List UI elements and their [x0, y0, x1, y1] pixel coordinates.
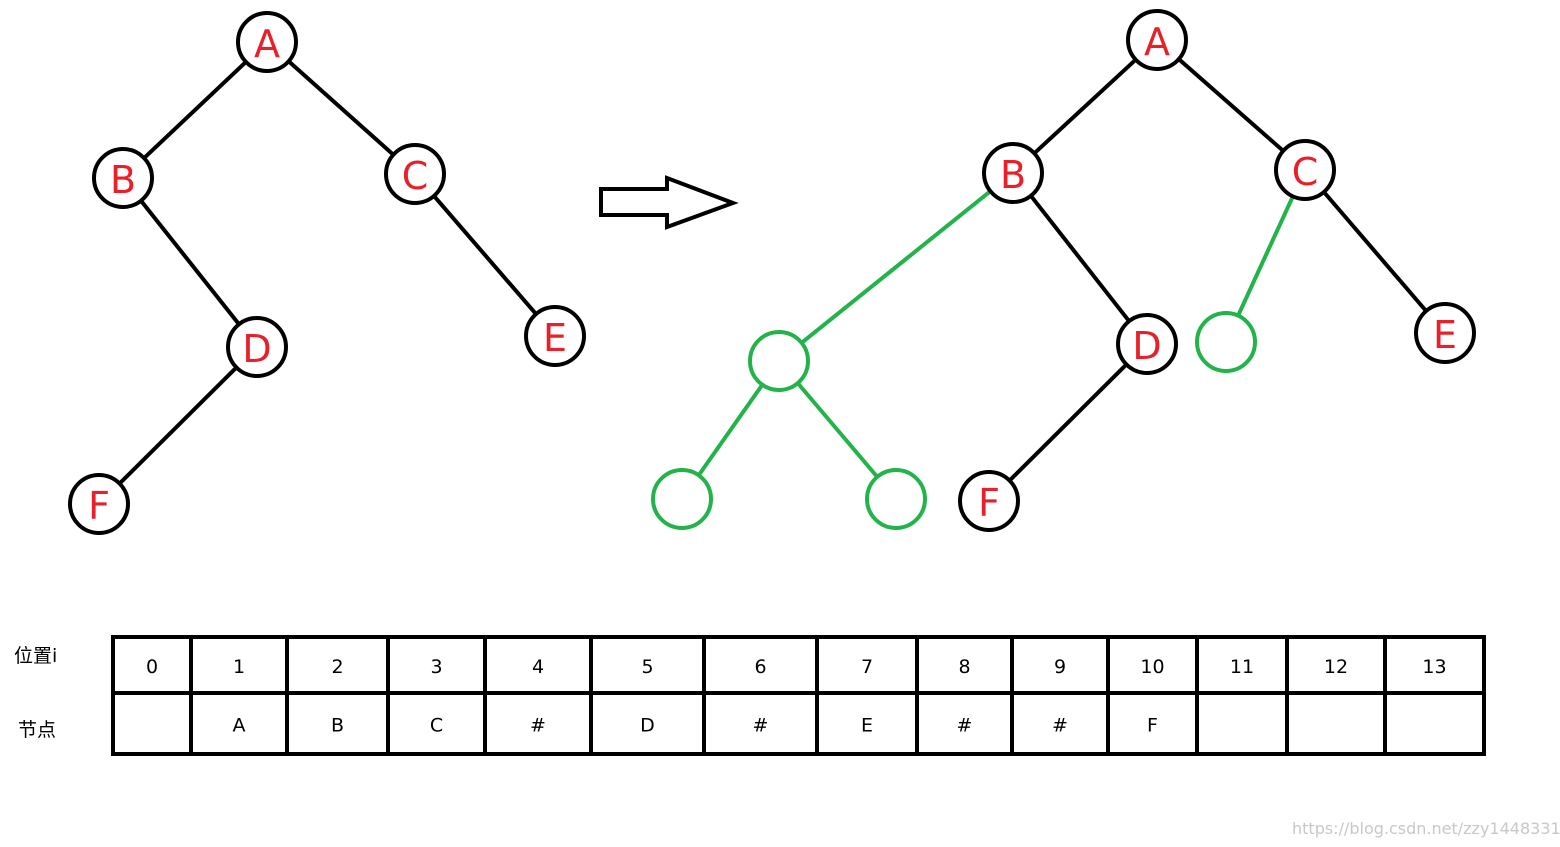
- extended-edge-d-f: [1007, 362, 1129, 483]
- original-node-a: A: [236, 11, 298, 73]
- extended-node-circle: [1116, 313, 1178, 375]
- original-node-circle: [524, 305, 586, 367]
- original-node-circle: [226, 316, 288, 378]
- extended-node-circle: [865, 468, 927, 530]
- original-node-c: C: [384, 143, 446, 205]
- extended-edge-b-d: [1028, 193, 1132, 324]
- position-cell: 13: [1422, 656, 1446, 678]
- extended-edge-g-i: [696, 382, 765, 478]
- extended-node-empty-5: [1195, 311, 1257, 373]
- extended-edge-a-b: [1032, 57, 1138, 156]
- row-label-node: 节点: [18, 719, 56, 741]
- node-cell: B: [331, 715, 344, 737]
- extended-node-circle: [982, 142, 1044, 204]
- extended-node-circle: [1126, 9, 1188, 71]
- original-node-b: B: [92, 147, 154, 209]
- node-cell: C: [430, 715, 443, 737]
- original-node-f: F: [68, 473, 130, 535]
- extended-node-circle: [1274, 139, 1336, 201]
- position-cell: 12: [1324, 656, 1348, 678]
- extended-edge-c-e: [1321, 189, 1429, 314]
- node-row: A B C # D # E # # F: [233, 715, 1158, 737]
- node-cell: #: [1052, 715, 1068, 737]
- extended-tree-edges: [696, 57, 1429, 483]
- extended-node-circle: [748, 330, 810, 392]
- original-edge-c-e: [431, 193, 539, 317]
- extended-edge-b-g: [799, 189, 993, 345]
- original-node-circle: [236, 11, 298, 73]
- original-node-label: E: [543, 316, 567, 360]
- original-node-label: D: [242, 327, 271, 371]
- position-cell: 2: [331, 656, 343, 678]
- extended-node-empty-8: [865, 468, 927, 530]
- position-cell: 6: [754, 656, 766, 678]
- extended-edge-g-j: [795, 381, 880, 479]
- transform-arrow-icon: [599, 175, 739, 230]
- extended-node-label: F: [978, 481, 1000, 525]
- extended-node-label: C: [1292, 150, 1319, 194]
- original-node-d: D: [226, 316, 288, 378]
- extended-node-label: E: [1433, 313, 1457, 357]
- position-cell: 4: [532, 656, 544, 678]
- original-node-label: A: [254, 22, 280, 66]
- extended-node-label: D: [1132, 324, 1161, 368]
- extended-node-c: C: [1274, 139, 1336, 201]
- original-node-circle: [92, 147, 154, 209]
- position-cell: 3: [430, 656, 442, 678]
- extended-tree-nodes: A B C D E F: [651, 9, 1476, 532]
- position-cell: 9: [1054, 656, 1066, 678]
- original-edge-b-d: [139, 198, 241, 327]
- extended-node-a: A: [1126, 9, 1188, 71]
- extended-node-label: B: [1000, 153, 1026, 197]
- original-node-label: C: [402, 154, 429, 198]
- extended-node-d: D: [1116, 313, 1178, 375]
- node-cell: #: [530, 715, 546, 737]
- node-cell: A: [233, 715, 246, 737]
- extended-node-circle: [1195, 311, 1257, 373]
- extended-edge-c-h: [1236, 194, 1295, 318]
- original-node-circle: [68, 473, 130, 535]
- extended-node-f: F: [958, 470, 1020, 532]
- node-cell: #: [957, 715, 973, 737]
- original-node-circle: [384, 143, 446, 205]
- node-cell: F: [1147, 715, 1158, 737]
- original-edge-a-b: [142, 59, 248, 161]
- node-cell: E: [861, 715, 873, 737]
- original-tree: A B C D E F: [68, 11, 586, 535]
- position-cell: 0: [146, 656, 158, 678]
- position-cell: 5: [641, 656, 653, 678]
- original-tree-edges: [117, 59, 539, 486]
- extended-node-b: B: [982, 142, 1044, 204]
- node-cell: D: [640, 715, 655, 737]
- extended-tree: A B C D E F: [651, 9, 1476, 532]
- position-cell: 8: [958, 656, 970, 678]
- original-node-label: F: [88, 484, 110, 528]
- node-cell: #: [753, 715, 769, 737]
- original-edge-d-f: [117, 365, 239, 486]
- extended-edge-a-c: [1176, 57, 1286, 153]
- extended-node-circle: [1414, 302, 1476, 364]
- position-cell: 7: [861, 656, 873, 678]
- position-cell: 1: [233, 656, 245, 678]
- position-cell: 11: [1230, 656, 1254, 678]
- original-node-e: E: [524, 305, 586, 367]
- table-grid: [111, 635, 1486, 756]
- row-label-position: 位置i: [14, 645, 57, 667]
- extended-node-empty-7: [651, 468, 713, 530]
- original-edge-a-c: [286, 59, 396, 157]
- extended-node-label: A: [1144, 20, 1170, 64]
- position-cell: 10: [1140, 656, 1164, 678]
- original-node-label: B: [110, 158, 136, 202]
- extended-node-circle: [651, 468, 713, 530]
- extended-node-empty-3: [748, 330, 810, 392]
- watermark: https://blog.csdn.net/zzy1448331580: [1292, 819, 1560, 838]
- original-tree-nodes: A B C D E F: [68, 11, 586, 535]
- extended-node-circle: [958, 470, 1020, 532]
- extended-node-e: E: [1414, 302, 1476, 364]
